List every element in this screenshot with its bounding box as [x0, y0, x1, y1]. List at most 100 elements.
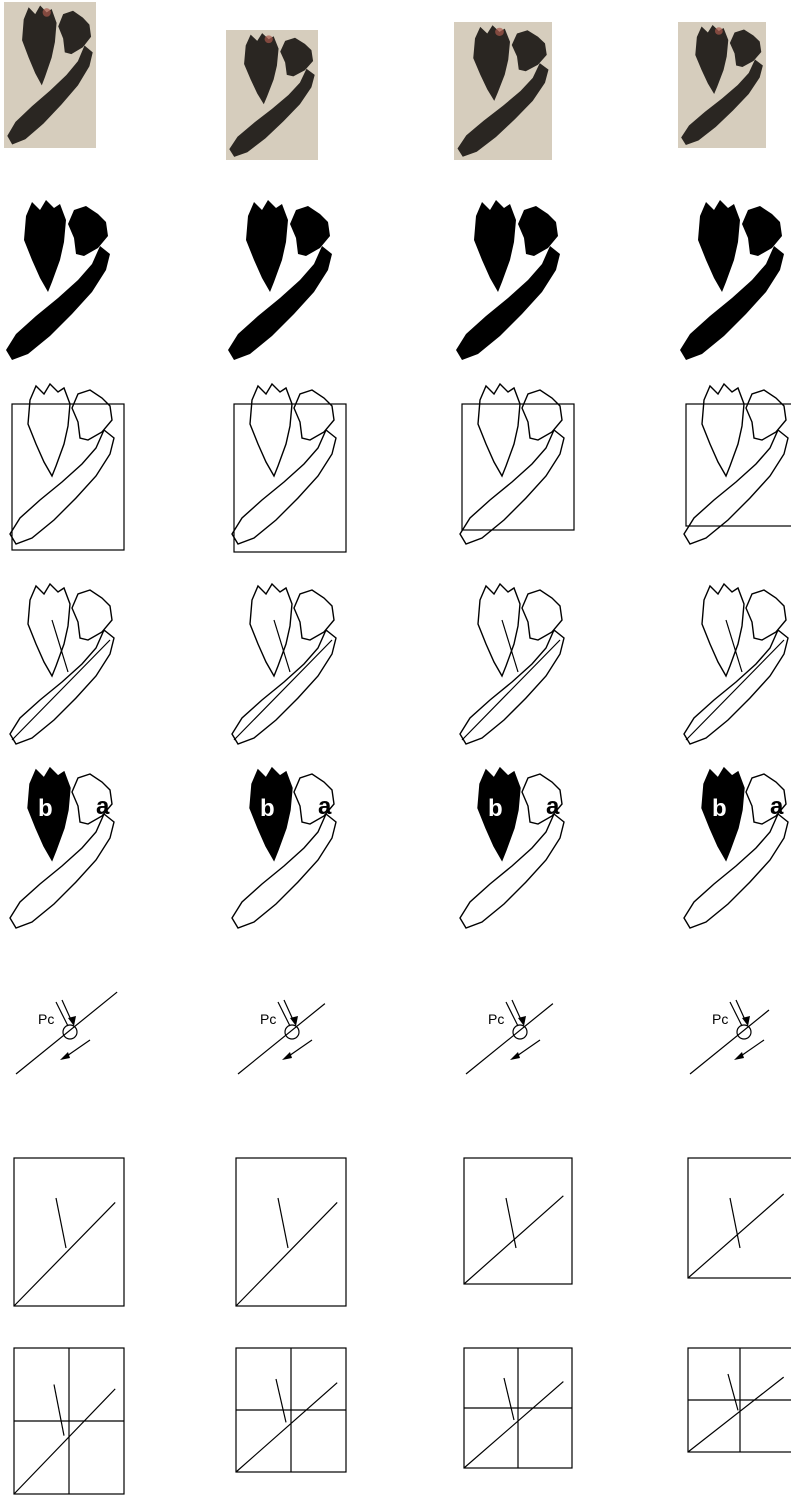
binarized-glyph: [6, 200, 110, 360]
pc-diagram: Pc: [690, 1000, 769, 1074]
binary-stroke-b: [698, 200, 740, 292]
main-stroke-line: [238, 1004, 325, 1074]
outline-b: [28, 384, 70, 476]
photo-red-mark: [495, 28, 504, 36]
main-stroke-line: [466, 1004, 553, 1074]
label-a: a: [96, 793, 110, 820]
outline-with-box: [10, 384, 124, 550]
main-axis-line: [686, 640, 784, 740]
pc-diagram: Pc: [16, 992, 117, 1074]
along-arrow-head: [282, 1052, 292, 1060]
pc-circle: [513, 1025, 527, 1039]
label-b: b: [488, 795, 503, 822]
column-3: baPc: [454, 22, 574, 1468]
photo-crop: [226, 30, 318, 160]
binarized-glyph: [456, 200, 560, 360]
outline-with-box: [684, 384, 791, 544]
binary-stroke-b: [246, 200, 288, 292]
skeleton-frame: [688, 1158, 791, 1278]
skeleton-main-line: [464, 1196, 563, 1284]
skeleton-box: [236, 1158, 346, 1306]
binarized-glyph: [680, 200, 784, 360]
region-labels: ba: [10, 768, 114, 928]
outline-b: [702, 384, 744, 476]
column-2: baPc: [226, 30, 346, 1472]
outline-with-axis: [460, 584, 564, 744]
region-labels: ba: [684, 768, 788, 928]
quadrant-grid: [688, 1348, 791, 1452]
grid-main-line: [236, 1383, 337, 1472]
outline-a: [72, 390, 112, 440]
outline-with-box: [232, 384, 346, 552]
main-axis-line: [234, 640, 332, 740]
label-a: a: [770, 793, 784, 820]
branch-line: [278, 1002, 290, 1026]
grid-branch-line: [54, 1385, 64, 1436]
skeleton-branch-line: [278, 1198, 288, 1248]
photo-crop: [678, 22, 766, 148]
label-a: a: [546, 793, 560, 820]
main-axis-line: [462, 640, 560, 740]
label-b: b: [712, 795, 727, 822]
pc-circle: [63, 1025, 77, 1039]
grid-main-line: [14, 1389, 115, 1494]
quadrant-grid: [236, 1348, 346, 1472]
outline-hook: [460, 430, 564, 544]
outline-with-axis: [232, 584, 336, 744]
pc-label: Pc: [260, 1011, 276, 1027]
photo-red-mark: [715, 27, 723, 35]
outline-with-box: [460, 384, 574, 544]
grid-main-line: [464, 1382, 563, 1468]
photo-red-mark: [43, 8, 51, 17]
binarized-glyph: [228, 200, 332, 360]
skeleton-main-line: [14, 1202, 115, 1306]
quadrant-grid: [14, 1348, 124, 1494]
secondary-axis-line: [502, 620, 518, 672]
outline-a: [746, 390, 786, 440]
skeleton-frame: [236, 1158, 346, 1306]
main-stroke-line: [690, 1010, 769, 1074]
label-b: b: [38, 795, 53, 822]
along-arrow-head: [734, 1052, 744, 1060]
secondary-axis-line: [274, 620, 290, 672]
branch-line: [56, 1002, 68, 1026]
grid-main-line: [688, 1377, 784, 1452]
branch-line: [506, 1002, 518, 1026]
outline-a: [522, 590, 562, 640]
outline-hook: [10, 430, 114, 544]
grid-branch-line: [276, 1379, 286, 1422]
outline-a: [294, 390, 334, 440]
photo-crop: [454, 22, 552, 160]
photo-crop: [4, 2, 96, 148]
pc-diagram: Pc: [238, 1000, 325, 1074]
outline-b: [250, 384, 292, 476]
grid-branch-line: [504, 1378, 514, 1420]
skeleton-frame: [464, 1158, 572, 1284]
outline-hook: [684, 430, 788, 544]
pc-label: Pc: [488, 1011, 504, 1027]
label-b: b: [260, 795, 275, 822]
outline-b: [28, 584, 70, 676]
outline-a: [294, 590, 334, 640]
outline-b: [702, 584, 744, 676]
skeleton-branch-line: [56, 1198, 66, 1248]
binary-stroke-b: [474, 200, 516, 292]
outline-with-axis: [10, 584, 114, 744]
pc-circle: [285, 1025, 299, 1039]
outline-a: [746, 590, 786, 640]
outline-b: [478, 584, 520, 676]
skeleton-box: [688, 1158, 791, 1278]
skeleton-box: [464, 1158, 572, 1284]
secondary-axis-line: [52, 620, 68, 672]
outline-a: [72, 590, 112, 640]
secondary-axis-line: [726, 620, 742, 672]
branch-line: [730, 1002, 742, 1026]
skeleton-box: [14, 1158, 124, 1306]
pc-circle: [737, 1025, 751, 1039]
label-a: a: [318, 793, 332, 820]
